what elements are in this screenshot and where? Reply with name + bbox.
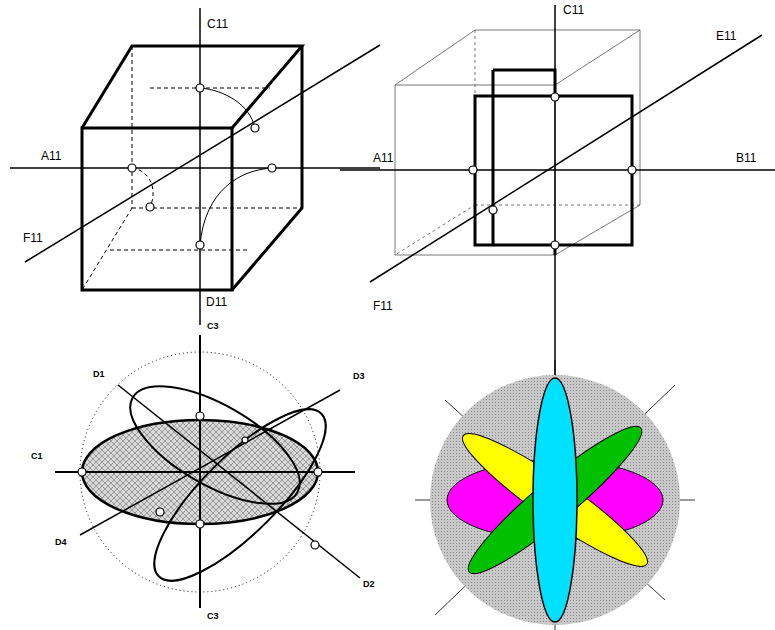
axis-label: A11 bbox=[40, 150, 62, 162]
cube-right bbox=[340, 5, 775, 420]
axis-label: F11 bbox=[372, 300, 394, 312]
axis-label: D2 bbox=[362, 580, 376, 589]
axis-label: C11 bbox=[562, 4, 585, 16]
axis-label: F11 bbox=[22, 232, 44, 244]
axis-label: E11 bbox=[715, 30, 737, 42]
axis-label: C3 bbox=[206, 322, 220, 331]
ellipse-diagram bbox=[55, 335, 360, 608]
axis-label: D11 bbox=[205, 296, 228, 308]
axis-label: B11 bbox=[735, 152, 757, 164]
petal-sphere bbox=[415, 360, 695, 630]
axis-label: A11 bbox=[372, 152, 394, 164]
axis-label: D1 bbox=[92, 370, 106, 379]
axis-label: D4 bbox=[54, 538, 68, 547]
axis-label: C1 bbox=[30, 452, 44, 461]
cube-left bbox=[10, 8, 380, 325]
axis-label: D3 bbox=[352, 372, 366, 381]
axis-label: C3 bbox=[206, 612, 220, 621]
axis-label: C11 bbox=[206, 18, 229, 30]
